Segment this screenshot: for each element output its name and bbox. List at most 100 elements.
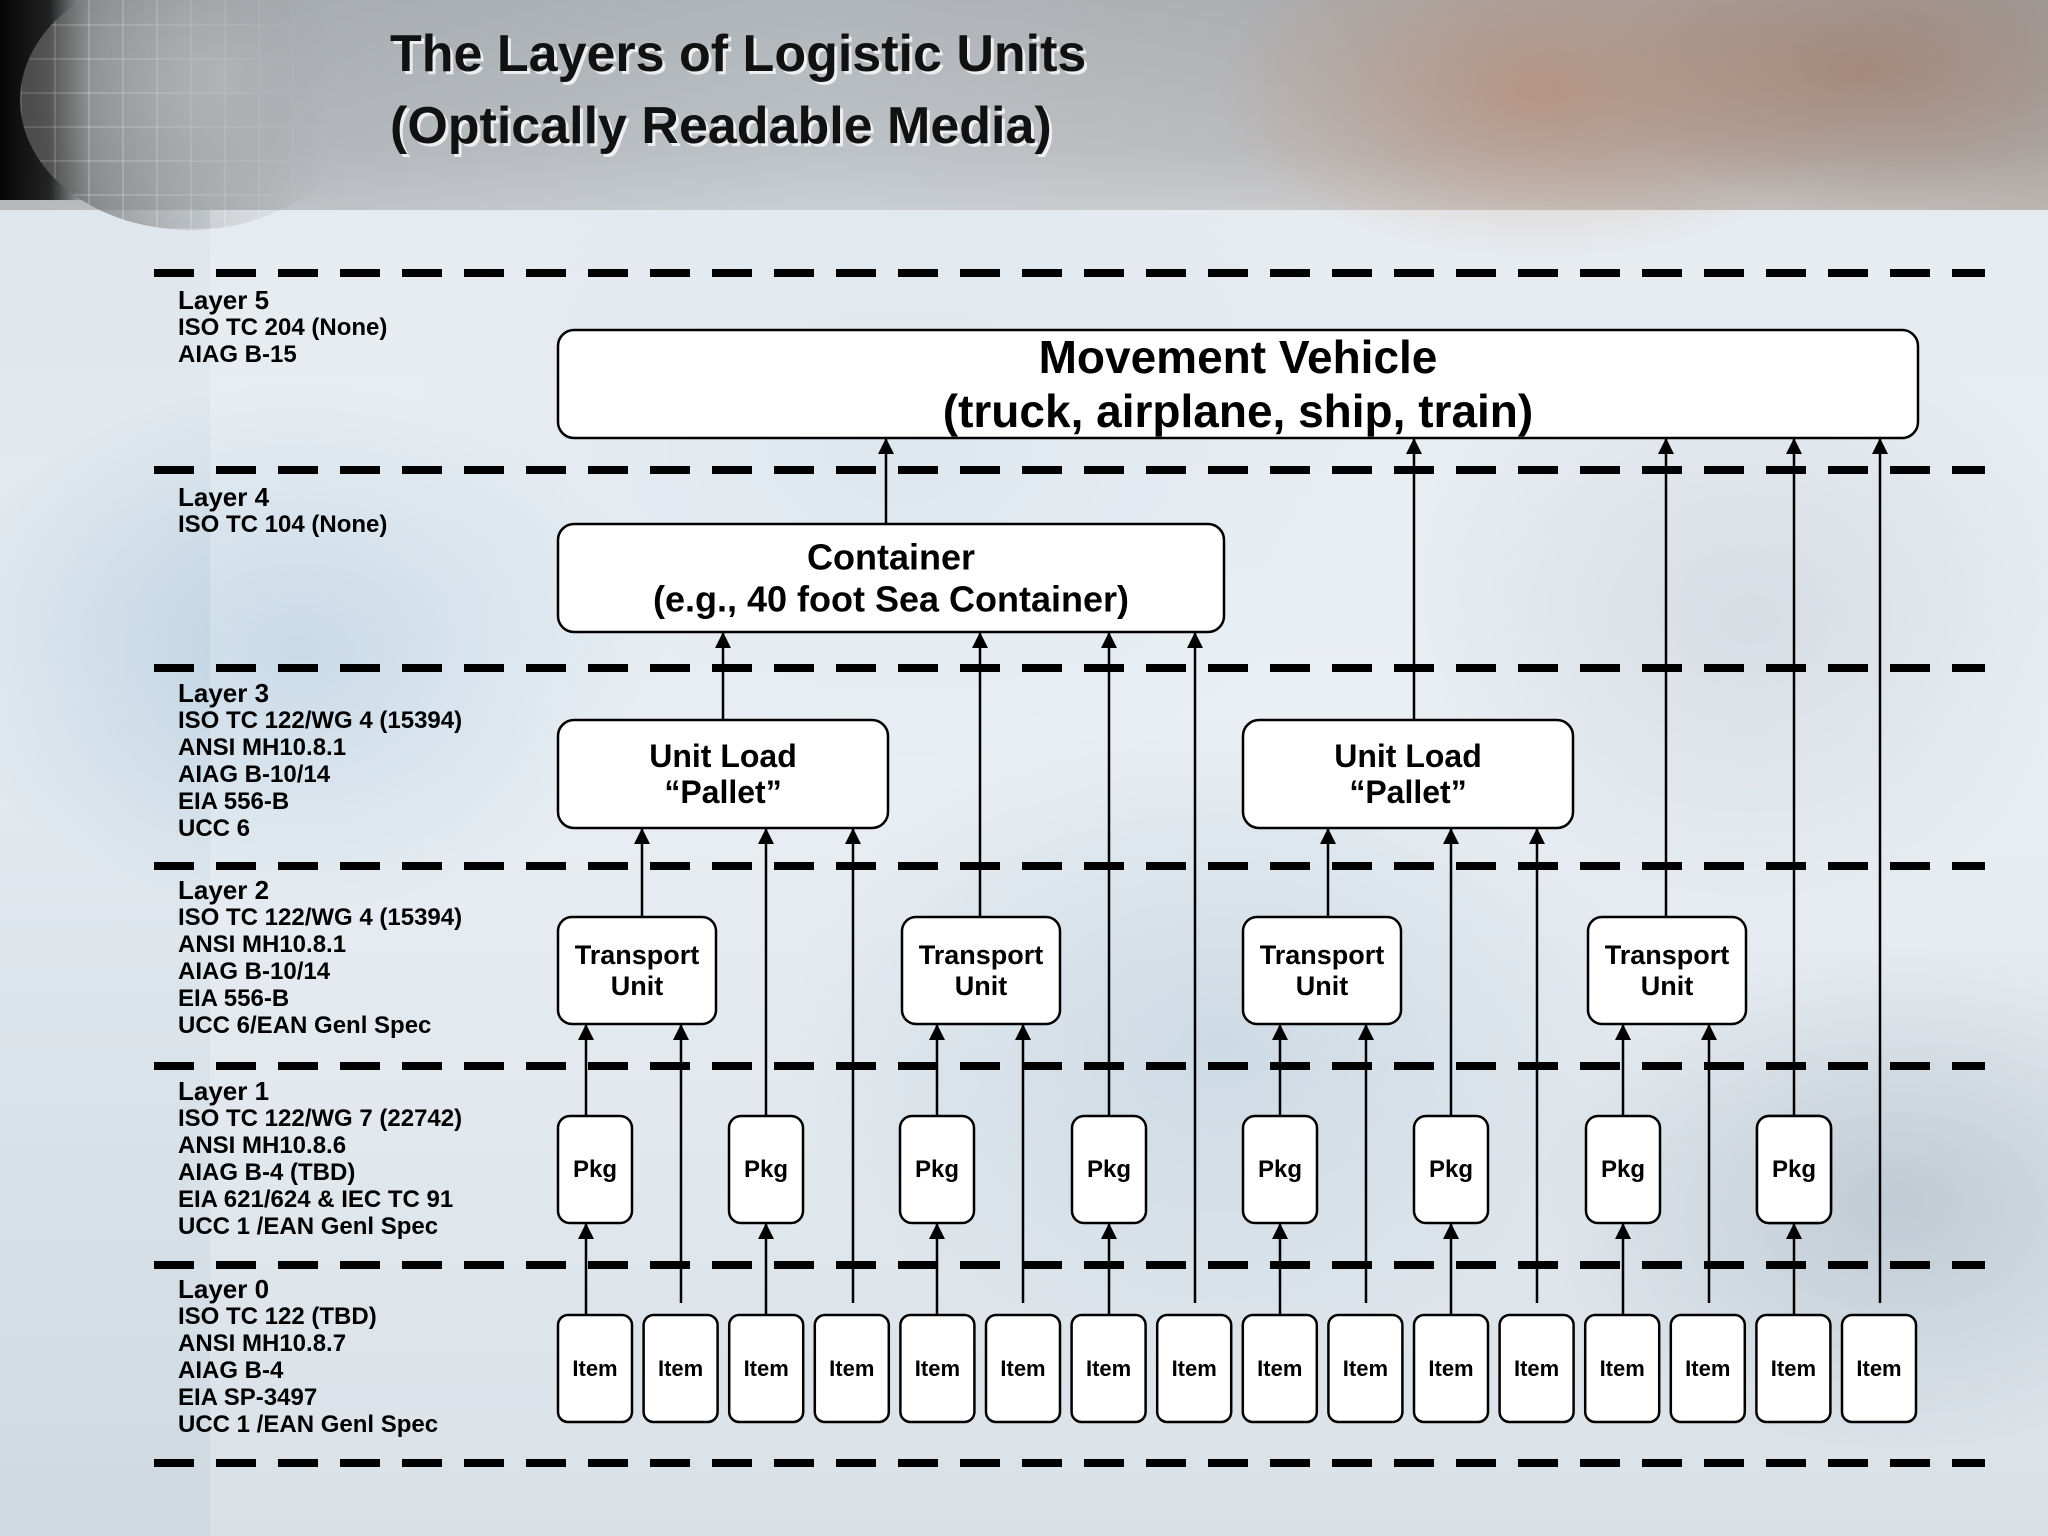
item-box-shape (556, 1313, 634, 1424)
layer-name: Layer 2 (178, 875, 270, 905)
item-box-shape (1840, 1313, 1918, 1424)
transport-unit-box-label: Transport (1605, 940, 1730, 970)
transport-unit-box-label: Unit (611, 971, 663, 1001)
movement-vehicle-box-label: (truck, airplane, ship, train) (943, 385, 1533, 437)
item-box: Item (1412, 1313, 1490, 1424)
transport-unit-box-label: Unit (1296, 971, 1348, 1001)
layer-standard: ANSI MH10.8.1 (178, 734, 347, 761)
movement-vehicle-box-label: Movement Vehicle (1039, 331, 1438, 383)
pkg-box-shape (556, 1114, 634, 1225)
item-box: Item (813, 1313, 891, 1424)
item-box-shape (1327, 1313, 1404, 1424)
pkg-box-shape (1755, 1114, 1833, 1225)
layer-name: Layer 3 (178, 678, 270, 708)
item-box-shape (1412, 1313, 1490, 1424)
item-box-shape (1070, 1313, 1147, 1424)
layer-standard: ISO TC 122 (TBD) (178, 1303, 377, 1330)
pkg-box: Pkg (1241, 1114, 1319, 1225)
layer-standard: AIAG B-10/14 (178, 958, 331, 985)
item-box-shape (1583, 1313, 1661, 1424)
layer-standard: UCC 6 (178, 815, 251, 842)
pkg-box-label: Pkg (1601, 1156, 1645, 1183)
item-box: Item (642, 1313, 719, 1424)
transport-unit-box-label: Transport (575, 940, 700, 970)
pkg-box-shape (1584, 1114, 1662, 1225)
layer-standard: ANSI MH10.8.1 (178, 931, 347, 958)
item-box-shape (1241, 1313, 1319, 1424)
item-box: Item (1241, 1313, 1319, 1424)
layer-standard: ANSI MH10.8.6 (178, 1132, 347, 1159)
item-box-label: Item (1172, 1356, 1217, 1381)
item-box-label: Item (1428, 1356, 1473, 1381)
item-box: Item (1583, 1313, 1661, 1424)
item-box-shape (642, 1313, 719, 1424)
item-box-label: Item (1856, 1356, 1901, 1381)
pkg-box: Pkg (1584, 1114, 1662, 1225)
transport-unit-box-shape (900, 915, 1062, 1026)
unit-load-box-right-shape (1241, 718, 1575, 830)
movement-vehicle-box-shape (556, 328, 1920, 440)
pkg-box-shape (898, 1114, 976, 1225)
item-box-label: Item (1000, 1356, 1045, 1381)
pkg-box-shape (1241, 1114, 1319, 1225)
container-box-shape (556, 522, 1226, 634)
layer-standard: UCC 1 /EAN Genl Spec (178, 1213, 439, 1240)
transport-unit-box-label: Unit (1641, 971, 1693, 1001)
item-box-shape (727, 1313, 805, 1424)
unit-load-box-right-label: “Pallet” (1349, 774, 1466, 810)
layer-name: Layer 5 (178, 285, 270, 315)
item-box-label: Item (1685, 1356, 1730, 1381)
item-box-shape (813, 1313, 891, 1424)
layer-standard: ISO TC 122/WG 4 (15394) (178, 707, 463, 734)
item-box-label: Item (915, 1356, 960, 1381)
slide-title-line-2: (Optically Readable Media) (390, 97, 1052, 155)
layer-standard: AIAG B-15 (178, 341, 297, 368)
container-box: Container(e.g., 40 foot Sea Container) (556, 522, 1226, 634)
item-box-label: Item (1343, 1356, 1388, 1381)
item-box: Item (1669, 1313, 1747, 1424)
item-box: Item (1840, 1313, 1918, 1424)
layer-standard: ISO TC 122/WG 4 (15394) (178, 904, 463, 931)
pkg-box: Pkg (1412, 1114, 1490, 1225)
item-box: Item (1070, 1313, 1147, 1424)
layer-standard: ISO TC 204 (None) (178, 314, 388, 341)
item-box-shape (899, 1313, 976, 1424)
transport-unit-box-shape (1586, 915, 1748, 1026)
layer-name: Layer 0 (178, 1274, 270, 1304)
item-box: Item (899, 1313, 976, 1424)
item-box-label: Item (1086, 1356, 1131, 1381)
pkg-box-label: Pkg (1772, 1156, 1816, 1183)
layer-name: Layer 1 (178, 1076, 270, 1106)
item-box-label: Item (1771, 1356, 1816, 1381)
layer-standard: UCC 6/EAN Genl Spec (178, 1012, 432, 1039)
item-box-shape (1755, 1313, 1832, 1424)
layer-standard: AIAG B-4 (TBD) (178, 1159, 356, 1186)
layer-standard: AIAG B-10/14 (178, 761, 331, 788)
item-box-label: Item (829, 1356, 874, 1381)
layer-standard: UCC 1 /EAN Genl Spec (178, 1411, 439, 1438)
layer-standard: ISO TC 104 (None) (178, 511, 388, 538)
item-box: Item (727, 1313, 805, 1424)
layer-standard: EIA 556-B (178, 985, 290, 1012)
item-box: Item (1155, 1313, 1233, 1424)
pkg-box-label: Pkg (1429, 1156, 1473, 1183)
unit-load-box-left-shape (556, 718, 890, 830)
transport-unit-box-label: Transport (919, 940, 1044, 970)
item-box-label: Item (658, 1356, 703, 1381)
item-box-shape (984, 1313, 1062, 1424)
pkg-box: Pkg (1070, 1114, 1148, 1225)
pkg-box-label: Pkg (1258, 1156, 1302, 1183)
item-box-shape (1498, 1313, 1575, 1424)
item-box: Item (1755, 1313, 1832, 1424)
movement-vehicle-box: Movement Vehicle(truck, airplane, ship, … (556, 328, 1920, 440)
layer-standard: ANSI MH10.8.7 (178, 1330, 347, 1357)
